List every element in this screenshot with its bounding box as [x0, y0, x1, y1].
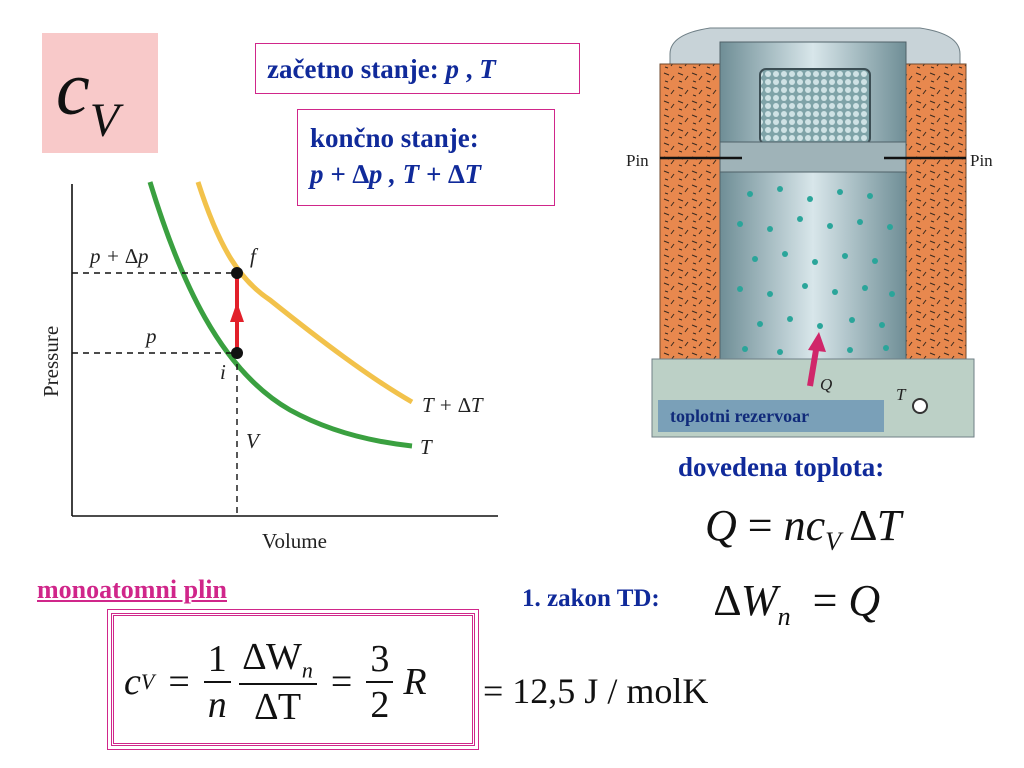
point-i [231, 347, 243, 359]
q-label: Q [820, 375, 832, 394]
v-label: V [246, 429, 261, 453]
insulation-left [659, 63, 721, 375]
x-axis-label: Volume [262, 529, 327, 553]
frac-three-halves: 3 2 [366, 637, 394, 727]
initial-state-box: začetno stanje: p , T [255, 43, 580, 94]
formula-rhs: R [403, 661, 427, 703]
frac2-den: ∆T [254, 686, 302, 729]
piston [719, 141, 907, 173]
heat-arrowhead [808, 332, 826, 352]
p-label: p [144, 324, 157, 348]
frac1-den: n [207, 684, 227, 726]
frac-dw-over-dt: ∆Wn ∆T [238, 635, 317, 730]
initial-state-label: začetno stanje: [267, 54, 439, 84]
final-state-box: končno stanje: p + ∆p , T + ∆T [297, 109, 555, 206]
first-law-label: 1. zakon TD: [522, 585, 660, 612]
reservoir-label-box [658, 400, 884, 432]
y-axis-label: Pressure [39, 326, 63, 397]
t-apparatus-label: T [896, 385, 907, 404]
heat-supplied-label: dovedena toplota: [678, 452, 885, 482]
cv-title-box: cV [42, 33, 158, 153]
cv-title: cV [56, 51, 119, 159]
point-f [231, 267, 243, 279]
f-label: f [250, 244, 259, 268]
reservoir-label: toplotni rezervoar [670, 406, 809, 426]
isotherm-t-dt [195, 181, 414, 405]
frac1-num: 1 [203, 637, 231, 683]
lead-shot-container [759, 68, 871, 145]
t-dt-label: T + ∆T [422, 393, 484, 417]
heat-arrow [807, 343, 820, 387]
process-arrowhead [230, 302, 244, 322]
cv-title-sub: V [89, 94, 120, 147]
formula-eq2: = [330, 661, 353, 703]
t-label: T [420, 435, 433, 459]
i-label: i [220, 360, 226, 384]
monoatomic-gas-label: monoatomni plin [37, 575, 227, 604]
gas-molecules [737, 186, 895, 355]
first-law-equation: ∆Wn = Q [714, 576, 881, 631]
insulation-right [905, 63, 967, 375]
frac2-num-sub: n [301, 657, 313, 683]
formula-frame [107, 609, 479, 750]
pin-right-label: Pin [970, 151, 993, 170]
p-dp-label: p + ∆p [88, 244, 149, 268]
final-state-label: končno stanje: [310, 123, 479, 153]
initial-state-t: T [479, 54, 496, 84]
frac2-num: ∆W [242, 635, 302, 678]
formula-lhs-sub: V [140, 669, 155, 694]
cv-title-main: c [56, 47, 90, 131]
heat-equation: Q = ncV ∆T [705, 501, 902, 556]
initial-state-p: p [445, 54, 459, 84]
initial-state-sep: , [458, 54, 480, 84]
formula-eq1: = [168, 661, 190, 703]
pin-left-label: Pin [626, 151, 649, 170]
formula-lhs: c [124, 661, 141, 703]
pv-diagram: p + ∆p p f i V T + ∆T T Volume Pressure [39, 181, 498, 553]
formula-result: = 12,5 J / molK [483, 671, 709, 711]
final-state-values: p + ∆p , T + ∆T [310, 159, 482, 189]
frac3-num: 3 [366, 637, 394, 683]
apparatus-illustration: Pin Pin Q T toplotni rezervoar [626, 27, 993, 438]
thermometer-knob [912, 398, 928, 414]
frac3-den: 2 [370, 684, 390, 726]
frac-one-over-n: 1 n [203, 637, 231, 727]
isotherm-t [147, 181, 413, 449]
